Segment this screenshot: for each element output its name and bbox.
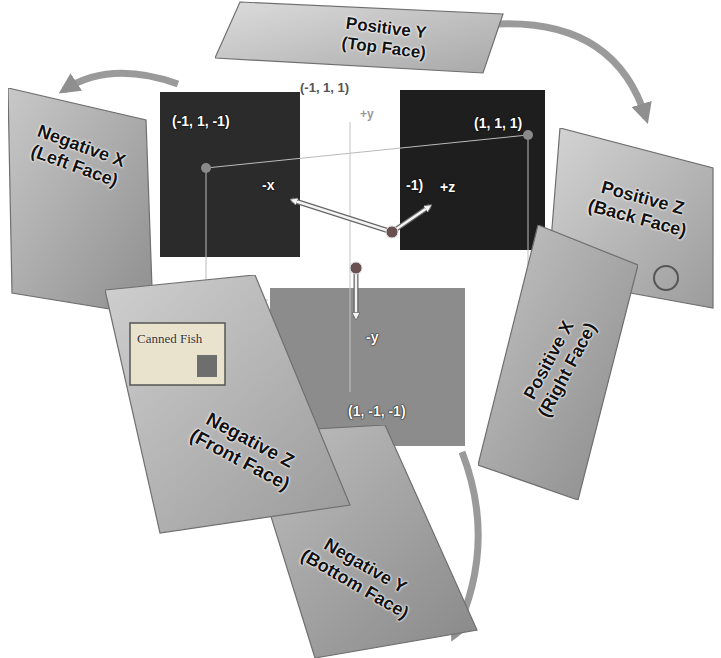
- unfold-arrow: [495, 24, 646, 118]
- coordinate-label: -1): [406, 178, 423, 193]
- corner-dot: [201, 163, 211, 173]
- coordinate-label: +z: [440, 180, 455, 195]
- face-texture: [8, 88, 153, 316]
- corner-dot: [523, 130, 533, 140]
- dark-face: [160, 92, 300, 257]
- coordinate-label: (1, 1, 1): [474, 116, 522, 131]
- cube-face: Negative X (Left Face): [8, 88, 158, 318]
- recycle-symbol: [654, 266, 678, 290]
- face-texture: [245, 425, 477, 658]
- coordinate-label: (-1, 1, -1): [172, 114, 230, 129]
- coordinate-label: (-1, 1, 1): [300, 81, 349, 95]
- face-panel: [8, 88, 158, 318]
- coordinate-label: -x: [262, 178, 274, 193]
- axis-arrow: [355, 268, 358, 318]
- coordinate-label: -y: [366, 330, 378, 345]
- axis-arrow: [392, 206, 430, 232]
- face-texture: [478, 225, 638, 500]
- cube-face: Positive Y (Top Face): [215, 0, 505, 75]
- axis-arrow-outline: [392, 206, 430, 232]
- face-panel: [105, 275, 355, 535]
- sign-board: [130, 323, 225, 385]
- cube-face: Negative Z (Front Face): [105, 275, 355, 535]
- coordinate-label: +y: [360, 108, 374, 121]
- coordinate-label: (1, -1, -1): [348, 404, 406, 419]
- wireframe-edge: [206, 135, 528, 168]
- sign-emblem: [197, 355, 217, 377]
- face-texture: [215, 2, 503, 73]
- unfold-arrow: [64, 73, 178, 90]
- axis-line: [350, 122, 351, 392]
- center-dot: [350, 262, 362, 274]
- cube-face: Positive X (Right Face): [478, 225, 638, 500]
- dark-face: [400, 90, 545, 250]
- face-texture: [105, 275, 350, 533]
- axis-arrow-outline: [292, 200, 392, 232]
- coordinate-label: Canned Fish: [137, 332, 202, 346]
- center-dot: [386, 226, 398, 238]
- axis-arrow-outline: [354, 268, 359, 318]
- axis-arrow: [292, 200, 392, 232]
